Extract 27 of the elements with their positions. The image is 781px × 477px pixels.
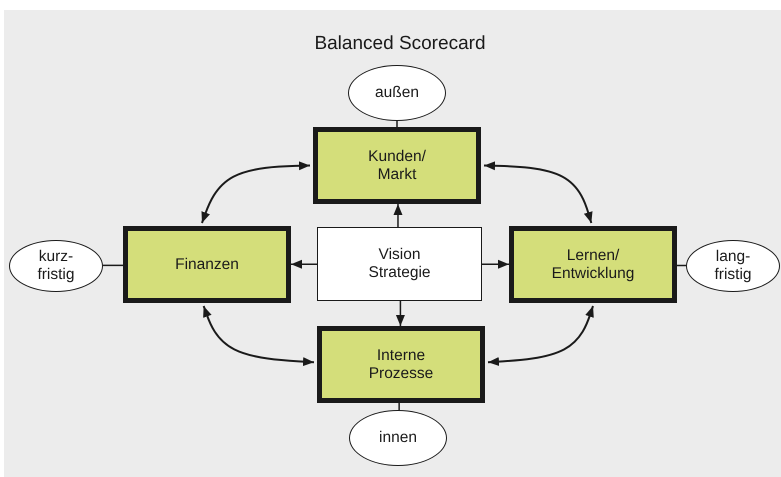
- node-label: außen: [375, 84, 419, 102]
- perspective-box: [509, 226, 677, 303]
- perspective-box: [313, 127, 481, 204]
- arrow: [291, 260, 317, 269]
- arrow: [484, 161, 592, 224]
- connector-line: [103, 264, 123, 266]
- perspective-box: [123, 226, 291, 303]
- node-label: kurz- fristig: [37, 248, 75, 284]
- node-label: Vision Strategie: [368, 246, 431, 282]
- node-label: innen: [379, 429, 417, 447]
- node-label: lang- fristig: [714, 248, 752, 284]
- arrow: [201, 161, 310, 224]
- arrow: [202, 306, 314, 366]
- diagram-title: Balanced Scorecard: [313, 33, 487, 55]
- connector-line: [396, 121, 398, 127]
- node-label: Lernen/ Entwicklung: [552, 246, 634, 282]
- node-label: Finanzen: [175, 256, 239, 274]
- node-label: Kunden/ Markt: [368, 148, 426, 184]
- connector-line: [398, 403, 400, 410]
- connector-line: [677, 264, 686, 266]
- arrow: [488, 306, 594, 366]
- center-box: [317, 227, 482, 301]
- node-label: Interne Prozesse: [368, 346, 434, 382]
- arrow: [393, 204, 402, 227]
- arrow: [482, 260, 509, 269]
- arrow: [396, 301, 405, 326]
- perspective-box: [317, 326, 485, 403]
